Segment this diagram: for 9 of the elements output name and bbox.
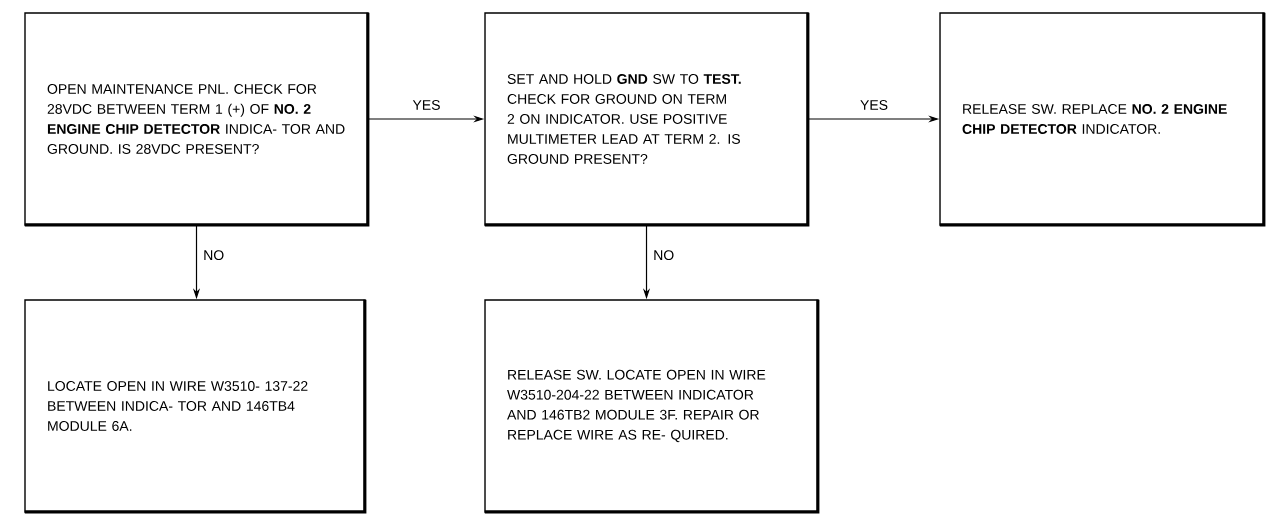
process-box: RELEASE SW. LOCATE OPEN IN WIRE W3510-204-22 BETWEEN INDICATOR AND 146TB2 MODULE 3F. REPAIR OR REPLACE WIRE AS RE- QUIRED.	[484, 299, 820, 514]
process-box: RELEASE SW. REPLACE NO. 2 ENGINE CHIP DETECTOR INDICATOR.	[939, 12, 1266, 227]
edge-label: NO	[651, 248, 676, 262]
edge-label: YES	[411, 98, 442, 112]
process-box: SET AND HOLD GND SW TO TEST. CHECK FOR GROUND ON TERM 2 ON INDICATOR. USE POSITIVE MULTIMETER LEAD AT TERM 2. IS GROUND PRESENT?	[484, 12, 810, 227]
edge-label: YES	[858, 98, 890, 112]
edge-label: NO	[201, 248, 226, 262]
process-box: OPEN MAINTENANCE PNL. CHECK FOR 28VDC BETWEEN TERM 1 (+) OF NO. 2 ENGINE CHIP DETECTOR INDICA- TOR AND GROUND. IS 28VDC PRESENT?	[24, 12, 370, 227]
process-box: LOCATE OPEN IN WIRE W3510- 137-22 BETWEEN INDICA- TOR AND 146TB4 MODULE 6A.	[24, 299, 367, 514]
